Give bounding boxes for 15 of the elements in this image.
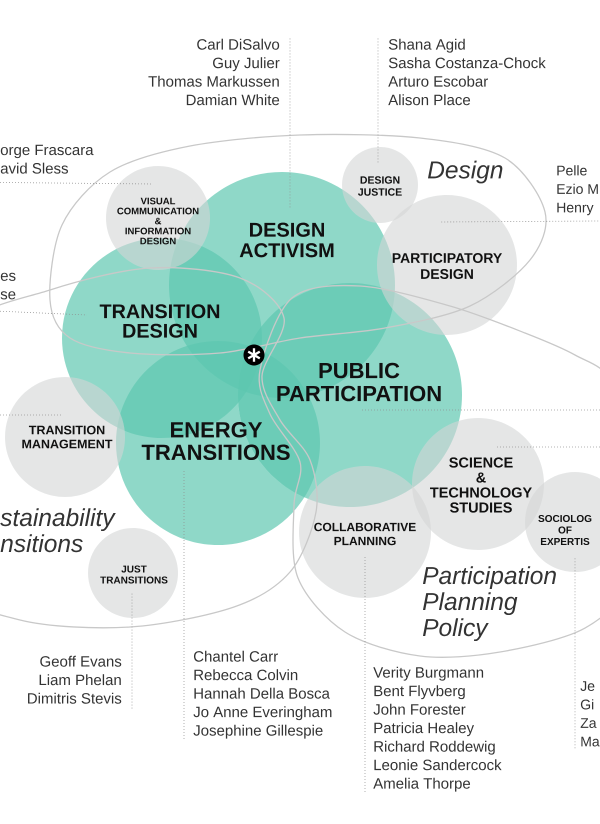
name-list: es se <box>0 272 16 300</box>
leader-line <box>440 220 600 222</box>
leader-line <box>0 310 88 316</box>
name-list: Carl DiSalvo Guy Julier Thomas Markussen Damian White <box>148 38 280 106</box>
name-list: Geoff Evans Liam Phelan Dimitris Stevis <box>28 656 122 704</box>
leader-line <box>0 182 154 184</box>
name-list: orge Frascara avid Sless <box>0 144 94 174</box>
leader-line <box>364 556 366 792</box>
leader-line <box>574 556 576 749</box>
name-list: Pelle Ezio M Henry <box>557 165 598 216</box>
leader-line <box>496 446 600 448</box>
leader-line <box>0 414 62 416</box>
name-list: Shana Agid Sasha Costanza-Chock Arturo Escobar Alison Place <box>388 38 546 106</box>
name-list: Verity Burgmann Bent Flyvberg John Forester Patricia Healey Richard Roddewig Leonie Sandercock Amelia Thorpe <box>373 666 502 792</box>
name-list: Je Gi Za Ma <box>580 681 600 746</box>
